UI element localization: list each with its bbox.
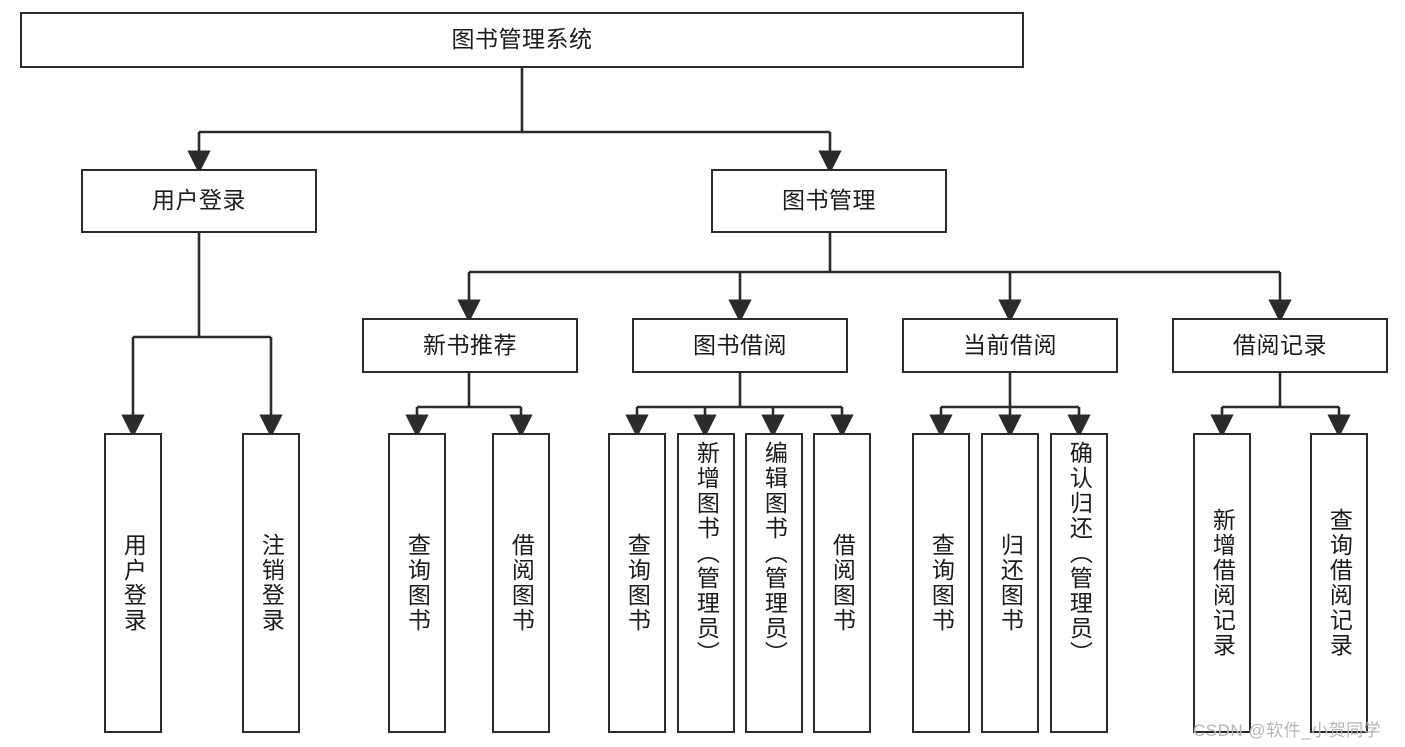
node-leaf-return-book-label: 归还图书 [997, 533, 1024, 633]
node-book-borrow-label: 图书借阅 [693, 331, 787, 358]
node-leaf-query-book-2[interactable]: 查询图书 [608, 433, 666, 733]
node-book-manage-label: 图书管理 [782, 187, 876, 214]
node-leaf-query-book-1[interactable]: 查询图书 [388, 433, 446, 733]
node-leaf-user-login-label: 用户登录 [120, 533, 147, 633]
node-leaf-borrow-book-1-label: 借阅图书 [508, 533, 535, 633]
node-leaf-query-book-3-label: 查询图书 [928, 533, 955, 633]
node-leaf-add-record-label: 新增借阅记录 [1209, 508, 1236, 658]
node-leaf-confirm-return-label: 确认归还（管理员） [1066, 441, 1093, 666]
node-book-manage[interactable]: 图书管理 [711, 169, 947, 233]
node-leaf-edit-book-label: 编辑图书（管理员） [761, 441, 788, 666]
node-leaf-query-record[interactable]: 查询借阅记录 [1310, 433, 1368, 733]
node-borrow-record-label: 借阅记录 [1233, 331, 1327, 358]
node-leaf-add-book[interactable]: 新增图书（管理员） [677, 433, 735, 733]
node-book-borrow[interactable]: 图书借阅 [632, 318, 848, 373]
node-leaf-query-book-1-label: 查询图书 [404, 533, 431, 633]
node-current-borrow[interactable]: 当前借阅 [902, 318, 1118, 373]
node-leaf-logout-login[interactable]: 注销登录 [242, 433, 300, 733]
node-leaf-add-book-label: 新增图书（管理员） [693, 441, 720, 666]
node-leaf-user-login[interactable]: 用户登录 [104, 433, 162, 733]
watermark-text: CSDN @软件_小贺同学 [1193, 721, 1382, 740]
node-user-login[interactable]: 用户登录 [81, 169, 317, 233]
node-leaf-borrow-book-2[interactable]: 借阅图书 [813, 433, 871, 733]
node-leaf-query-record-label: 查询借阅记录 [1326, 508, 1353, 658]
node-user-login-label: 用户登录 [152, 187, 246, 214]
node-leaf-query-book-2-label: 查询图书 [624, 533, 651, 633]
node-leaf-borrow-book-2-label: 借阅图书 [829, 533, 856, 633]
node-leaf-query-book-3[interactable]: 查询图书 [912, 433, 970, 733]
node-root-label: 图书管理系统 [451, 26, 593, 53]
node-new-book-rec[interactable]: 新书推荐 [362, 318, 578, 373]
node-leaf-logout-login-label: 注销登录 [258, 533, 285, 633]
node-leaf-add-record[interactable]: 新增借阅记录 [1193, 433, 1251, 733]
node-leaf-edit-book[interactable]: 编辑图书（管理员） [745, 433, 803, 733]
node-current-borrow-label: 当前借阅 [963, 331, 1057, 358]
node-leaf-return-book[interactable]: 归还图书 [981, 433, 1039, 733]
node-leaf-confirm-return[interactable]: 确认归还（管理员） [1050, 433, 1108, 733]
node-root[interactable]: 图书管理系统 [20, 12, 1024, 68]
node-new-book-rec-label: 新书推荐 [423, 331, 517, 358]
node-leaf-borrow-book-1[interactable]: 借阅图书 [492, 433, 550, 733]
node-borrow-record[interactable]: 借阅记录 [1172, 318, 1388, 373]
